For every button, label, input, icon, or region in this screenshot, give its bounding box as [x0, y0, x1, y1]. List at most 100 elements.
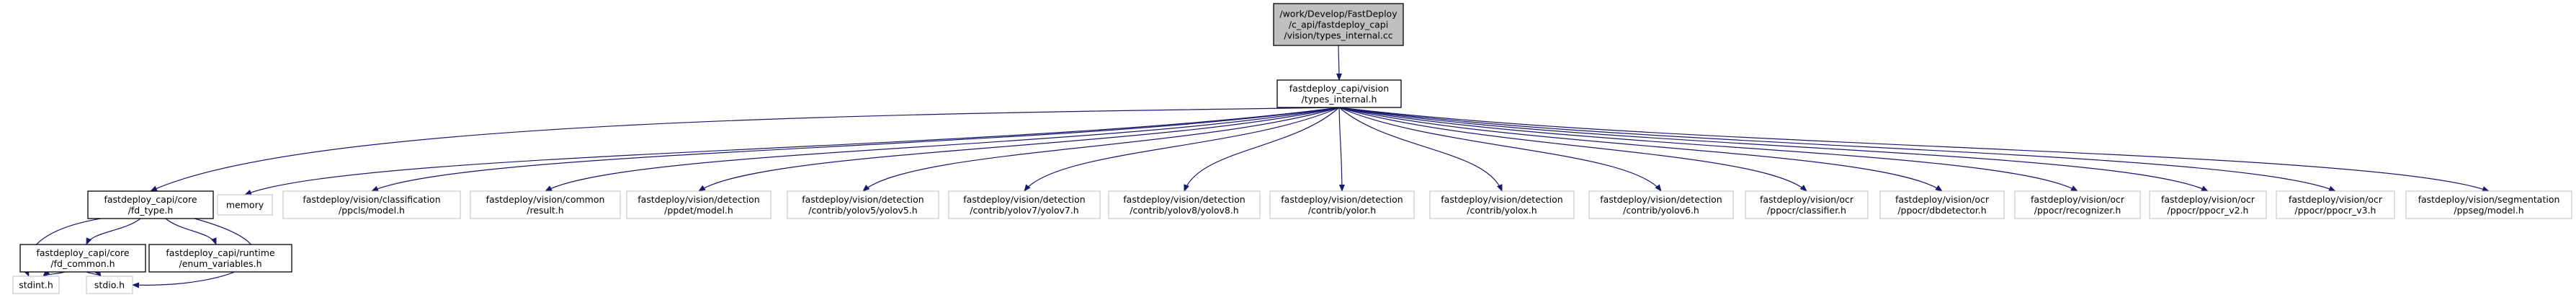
node-box — [1108, 190, 1261, 219]
node-box — [87, 190, 214, 219]
node-label-line: stdio.h — [94, 280, 125, 291]
node-label-line: /result.h — [527, 205, 563, 216]
edge-types_internal-to-yolox — [1338, 107, 1503, 192]
node-box — [470, 190, 621, 219]
node-box — [2276, 190, 2395, 219]
node-box — [1273, 3, 1404, 46]
node-ppdet-model: fastdeploy/vision/detection/ppdet/model.… — [626, 190, 772, 219]
node-label-line: /types_internal.h — [1302, 94, 1377, 105]
node-recognizer: fastdeploy/vision/ocr/ppocr/recognizer.h — [2014, 190, 2141, 219]
edge-types_internal-to-yolov5 — [862, 107, 1340, 192]
node-box — [1745, 190, 1869, 219]
node-label-line: /ppocr/ppocr_v3.h — [2295, 205, 2376, 216]
node-label-line: fastdeploy/vision/detection — [1123, 194, 1245, 205]
node-label-line: /contrib/yolox.h — [1467, 205, 1537, 216]
edge-fd_common-to-stdint — [43, 269, 66, 277]
node-label-line: /fd_type.h — [128, 205, 174, 216]
edge-types_internal-to-yolov7 — [1024, 107, 1340, 192]
node-box — [1276, 79, 1402, 108]
node-classifier: fastdeploy/vision/ocr/ppocr/classifier.h — [1745, 190, 1869, 219]
edge-fd_common-to-stdio — [86, 269, 102, 277]
node-box — [2149, 190, 2267, 219]
node-label-line: /contrib/yolov5/yolov5.h — [808, 205, 917, 216]
node-memory: memory — [217, 194, 273, 216]
node-label-line: fastdeploy/vision/ocr — [2161, 194, 2255, 205]
node-label-line: /contrib/yolor.h — [1308, 205, 1376, 216]
edge-types_internal-to-ppdet_model — [698, 107, 1340, 192]
node-dbdetector: fastdeploy/vision/ocr/ppocr/dbdetector.h — [1879, 190, 2005, 219]
node-ppseg-model: fastdeploy/vision/segmentation/ppseg/mod… — [2405, 190, 2572, 219]
node-label-line: /contrib/yolov7/yolov7.h — [970, 205, 1078, 216]
node-ppocr-v3: fastdeploy/vision/ocr/ppocr/ppocr_v3.h — [2276, 190, 2395, 219]
node-label-line: fastdeploy/vision/detection — [1441, 194, 1562, 205]
node-label-line: stdint.h — [19, 280, 53, 291]
node-label-line: fastdeploy/vision/detection — [963, 194, 1085, 205]
node-ppocr-v2: fastdeploy/vision/ocr/ppocr/ppocr_v2.h — [2149, 190, 2267, 219]
node-common-result: fastdeploy/vision/common/result.h — [470, 190, 621, 219]
node-enum-variables[interactable]: fastdeploy_capi/runtime/enum_variables.h — [148, 244, 292, 273]
node-label-line: /contrib/yolov6.h — [1623, 205, 1699, 216]
node-label-line: memory — [226, 200, 264, 211]
node-label-line: fastdeploy/vision/detection — [1281, 194, 1403, 205]
edge-types_internal-to-classifier — [1338, 107, 1807, 192]
node-label-line: /vision/types_internal.cc — [1284, 30, 1392, 41]
edge-types_internal-to-memory — [244, 107, 1340, 195]
edge-types_internal-to-ppocr_v3 — [1338, 107, 2336, 192]
node-label-line: fastdeploy/vision/common — [486, 194, 605, 205]
edge-types_internal-to-dbdetector — [1338, 107, 1943, 192]
node-label-line: fastdeploy/vision/segmentation — [2418, 194, 2560, 205]
node-yolor: fastdeploy/vision/detection/contrib/yolo… — [1269, 190, 1415, 219]
node-box — [217, 194, 273, 216]
node-label-line: /contrib/yolov8/yolov8.h — [1130, 205, 1238, 216]
node-label-line: /ppseg/model.h — [2454, 205, 2523, 216]
node-stdio: stdio.h — [86, 276, 133, 294]
node-box — [86, 276, 133, 294]
node-label-line: /ppocr/ppocr_v2.h — [2168, 205, 2249, 216]
node-stdint: stdint.h — [12, 276, 60, 294]
node-label-line: /ppcls/model.h — [339, 205, 405, 216]
node-box — [19, 244, 146, 273]
node-fd-type[interactable]: fastdeploy_capi/core/fd_type.h — [87, 190, 214, 219]
node-label-line: /ppocr/recognizer.h — [2034, 205, 2121, 216]
node-label-line: /ppocr/dbdetector.h — [1897, 205, 1986, 216]
node-fd-common[interactable]: fastdeploy_capi/core/fd_common.h — [19, 244, 146, 273]
node-label-line: fastdeploy/vision/detection — [802, 194, 923, 205]
node-box — [1429, 190, 1575, 219]
edge-types_internal-to-yolov6 — [1338, 107, 1662, 192]
node-label-line: fastdeploy/vision/ocr — [1760, 194, 1854, 205]
node-box — [2014, 190, 2141, 219]
edge-root-to-types_internal — [1336, 45, 1342, 81]
node-box — [1879, 190, 2005, 219]
edge-types_internal-to-yolor — [1338, 107, 1345, 192]
edge-layer — [23, 45, 2490, 289]
edge-fd_type-to-enum_variables — [165, 218, 217, 245]
node-box — [12, 276, 60, 294]
node-label-line: fastdeploy/vision/ocr — [2289, 194, 2383, 205]
node-box — [948, 190, 1101, 219]
node-yolox: fastdeploy/vision/detection/contrib/yolo… — [1429, 190, 1575, 219]
node-root: /work/Develop/FastDeploy/c_api/fastdeplo… — [1273, 3, 1404, 46]
edge-types_internal-to-fd_type — [150, 107, 1340, 192]
node-label-line: fastdeploy/vision/ocr — [1895, 194, 1990, 205]
node-label-line: /work/Develop/FastDeploy — [1279, 9, 1397, 19]
node-label-line: /ppdet/model.h — [664, 205, 733, 216]
node-ppcls-model: fastdeploy/vision/classification/ppcls/m… — [282, 190, 461, 219]
node-label-line: fastdeploy_capi/runtime — [166, 247, 274, 258]
node-types-internal[interactable]: fastdeploy_capi/vision/types_internal.h — [1276, 79, 1402, 108]
node-box — [787, 190, 939, 219]
node-label-line: fastdeploy_capi/vision — [1289, 83, 1389, 94]
node-label-line: fastdeploy/vision/ocr — [2031, 194, 2125, 205]
edge-types_internal-to-recognizer — [1338, 107, 2078, 192]
edge-types_internal-to-yolov8 — [1184, 107, 1340, 192]
node-label-line: fastdeploy_capi/core — [104, 194, 197, 205]
node-label-line: fastdeploy/vision/detection — [638, 194, 759, 205]
node-yolov8: fastdeploy/vision/detection/contrib/yolo… — [1108, 190, 1261, 219]
edge-types_internal-to-ppocr_v2 — [1338, 107, 2209, 192]
edge-types_internal-to-common_result — [545, 107, 1340, 192]
edge-types_internal-to-ppseg_model — [1338, 107, 2490, 192]
node-box — [1588, 190, 1734, 219]
node-yolov7: fastdeploy/vision/detection/contrib/yolo… — [948, 190, 1101, 219]
edge-fd_type-to-fd_common — [86, 218, 141, 245]
node-box — [148, 244, 292, 273]
